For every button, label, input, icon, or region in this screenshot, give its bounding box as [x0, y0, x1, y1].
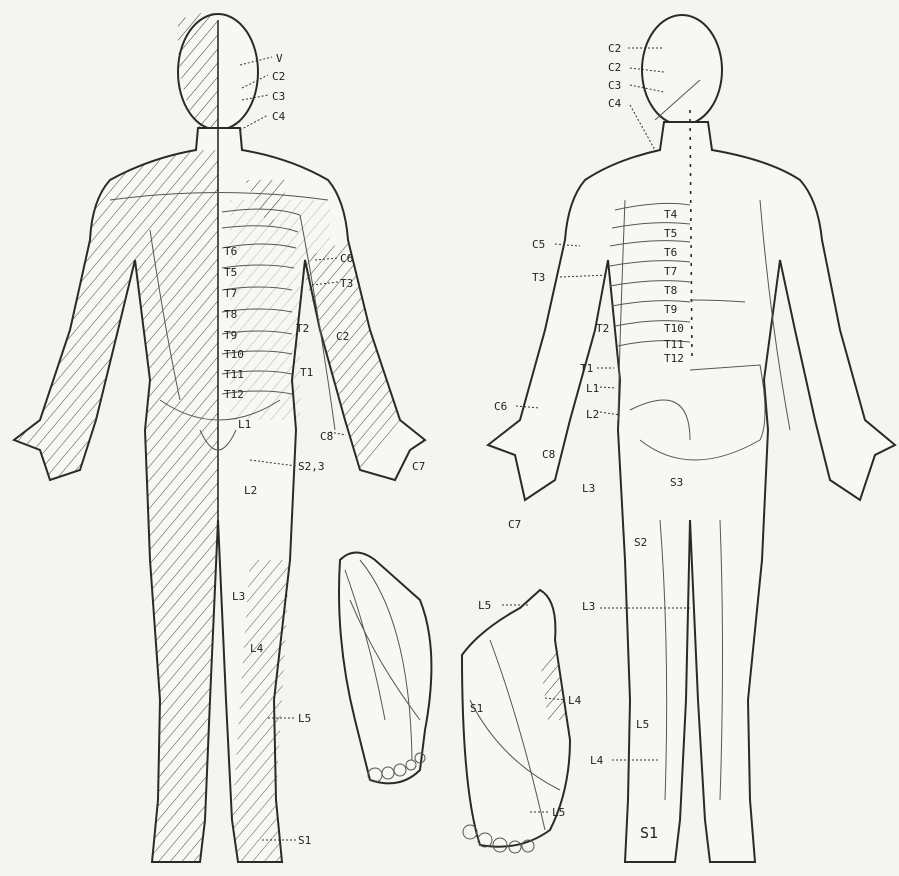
label-back-l1: L1	[586, 382, 599, 395]
label-front-s1: S1	[298, 834, 311, 847]
label-front-c2-arm: C2	[336, 330, 349, 343]
label-front-t9: T9	[224, 329, 237, 342]
label-back-l3-upper: L3	[582, 482, 595, 495]
label-front-c6: C6	[340, 252, 353, 265]
label-back-l5: L5	[636, 718, 649, 731]
label-back-t6: T6	[664, 246, 677, 259]
label-front-t7: T7	[224, 287, 237, 300]
label-back-s2: S2	[634, 536, 647, 549]
label-front-v: V	[276, 52, 283, 65]
label-back-c7: C7	[508, 518, 521, 531]
label-front-t8: T8	[224, 308, 237, 321]
label-front-t5: T5	[224, 266, 237, 279]
label-sole-l4: L4	[568, 694, 582, 707]
label-front-t10: T10	[224, 348, 244, 361]
label-front-t12: T12	[224, 388, 244, 401]
label-back-c4: C4	[608, 97, 622, 110]
label-sole-s1: S1	[470, 702, 483, 715]
label-sole-l5-top: L5	[478, 599, 491, 612]
label-front-c7: C7	[412, 460, 425, 473]
label-front-c3: C3	[272, 90, 285, 103]
label-front-t1: T1	[300, 366, 313, 379]
label-back-s3: S3	[670, 476, 683, 489]
label-front-c2: C2	[272, 70, 285, 83]
label-front-t3: T3	[340, 277, 353, 290]
label-front-t2: T2	[296, 322, 309, 335]
sole-left	[339, 553, 431, 784]
label-front-c8: C8	[320, 430, 333, 443]
label-back-t11: T11	[664, 338, 684, 351]
label-sole-l5-bottom: L5	[552, 806, 565, 819]
label-front-c4: C4	[272, 110, 286, 123]
label-back-t9: T9	[664, 303, 677, 316]
label-front-l2: L2	[244, 484, 257, 497]
label-front-s23: S2,3	[298, 460, 325, 473]
label-back-c2: C2	[608, 61, 621, 74]
label-back-t10: T10	[664, 322, 684, 335]
label-back-s1: S1	[640, 824, 658, 842]
label-back-l2: L2	[586, 408, 599, 421]
label-back-t3: T3	[532, 271, 545, 284]
label-front-l5: L5	[298, 712, 311, 725]
label-back-c2-top: C2	[608, 42, 621, 55]
label-front-l1: L1	[238, 418, 251, 431]
label-front-t6: T6	[224, 245, 237, 258]
label-back-t5: T5	[664, 227, 677, 240]
label-back-c3: C3	[608, 79, 621, 92]
label-back-c6: C6	[494, 400, 507, 413]
label-back-t4: T4	[664, 208, 678, 221]
label-back-t7: T7	[664, 265, 677, 278]
label-back-c8: C8	[542, 448, 555, 461]
label-back-t1: T1	[580, 362, 593, 375]
label-back-l3: L3	[582, 600, 595, 613]
label-front-l3: L3	[232, 590, 245, 603]
label-back-t2: T2	[596, 322, 609, 335]
label-back-t8: T8	[664, 284, 677, 297]
label-back-c5: C5	[532, 238, 545, 251]
label-front-t11: T11	[224, 368, 244, 381]
label-back-l4: L4	[590, 754, 604, 767]
label-back-t12: T12	[664, 352, 684, 365]
label-front-l4: L4	[250, 642, 264, 655]
